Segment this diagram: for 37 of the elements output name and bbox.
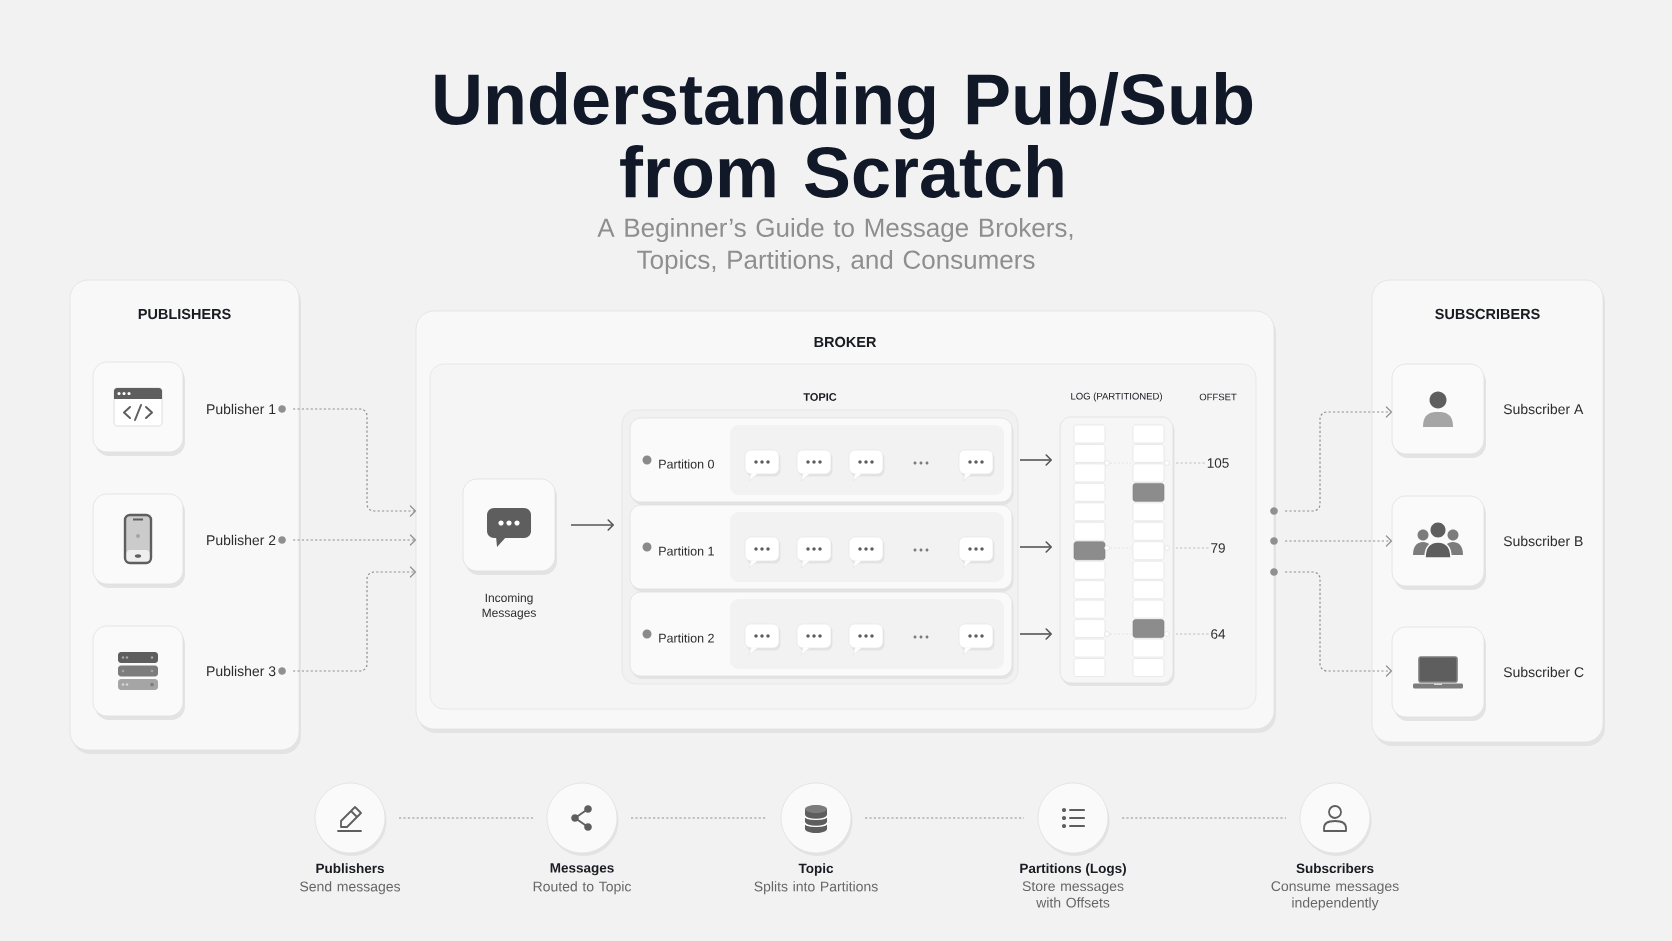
arrow xyxy=(570,519,614,531)
offset-value: 79 xyxy=(1211,543,1225,553)
tile-caption: Incoming Messages xyxy=(482,593,536,620)
partition-label: Partition 2 xyxy=(659,633,714,643)
subtitle: A Beginner’s Guide to Message Brokers, Topics, Partitions, and Consumers xyxy=(597,217,1073,275)
step-title: Publishers xyxy=(316,863,384,874)
column-heading: OFFSET xyxy=(1199,393,1237,401)
arrow xyxy=(292,408,416,517)
step-title: Subscribers xyxy=(1296,863,1374,874)
arrow xyxy=(1284,535,1392,547)
partition-label: Partition 1 xyxy=(659,546,714,556)
arrow xyxy=(1284,406,1392,512)
section-heading: TOPIC xyxy=(803,393,837,401)
arrow xyxy=(1019,454,1052,466)
connector-line xyxy=(864,817,1025,819)
step-description: Send messages xyxy=(300,881,401,895)
arrow xyxy=(1019,541,1052,553)
partition-label: Partition 0 xyxy=(659,459,714,469)
step-description: Splits into Partitions xyxy=(754,881,878,895)
connector-line xyxy=(1121,817,1287,819)
step-title: Topic xyxy=(798,863,834,876)
step-description: Store messages with Offsets xyxy=(1022,881,1124,908)
step-description: Consume messages independently xyxy=(1271,881,1399,911)
step-title: Partitions (Logs) xyxy=(1020,863,1126,876)
step-description: Routed to Topic xyxy=(533,881,632,895)
title: Understanding Pub/Sub from Scratch xyxy=(435,72,1253,198)
arrow xyxy=(292,534,416,546)
arrow xyxy=(1284,571,1392,677)
panel-heading: BROKER xyxy=(814,336,877,348)
offset-value: 105 xyxy=(1207,458,1229,468)
step-title: Messages xyxy=(550,863,614,876)
offset-value: 64 xyxy=(1211,629,1226,639)
arrow xyxy=(1019,628,1052,640)
connector-line xyxy=(398,817,534,819)
connector-line xyxy=(630,817,768,819)
column-heading: LOG (PARTITIONED) xyxy=(1071,392,1162,402)
arrow xyxy=(292,566,416,672)
